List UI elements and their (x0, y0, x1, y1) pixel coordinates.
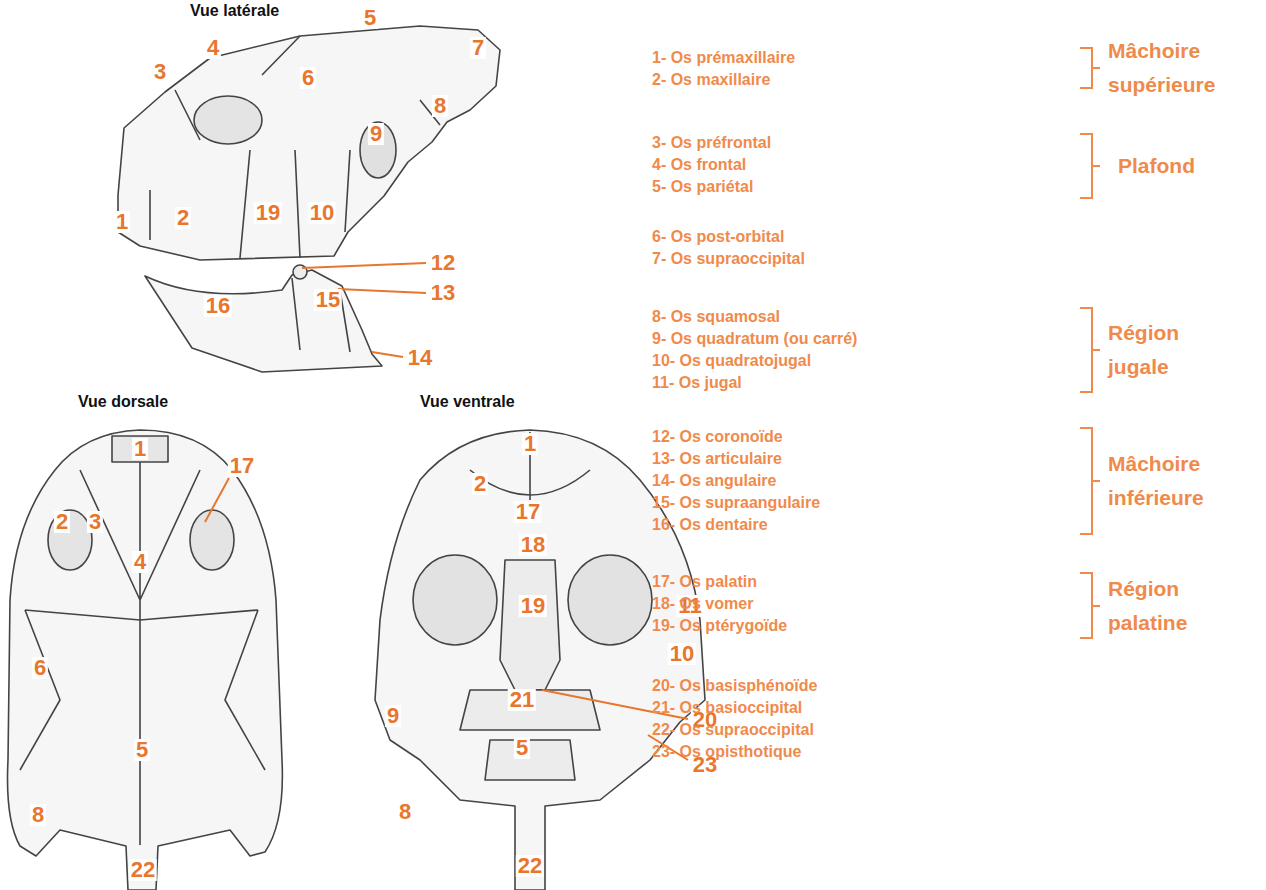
callout-number: 2 (175, 207, 191, 229)
callout-number: 7 (470, 37, 486, 59)
legend-entry: 20- Os basisphénoïde (652, 676, 817, 695)
group-name: Plafond (1118, 149, 1243, 183)
callout-number: 5 (514, 737, 530, 759)
callout-number: 1 (522, 433, 538, 455)
legend-entry: 8- Os squamosal (652, 307, 780, 326)
legend-entry: 3- Os préfrontal (652, 133, 771, 152)
group-brackets (1080, 48, 1100, 638)
view-title: Vue dorsale (78, 393, 168, 411)
callout-number: 19 (519, 595, 547, 617)
dorsal-skull (8, 430, 283, 890)
group-name: Mâchoire supérieure (1108, 34, 1233, 101)
legend-entry: 12- Os coronoïde (652, 427, 783, 446)
legend-entry: 7- Os supraoccipital (652, 249, 805, 268)
callout-number: 10 (668, 643, 696, 665)
legend-entry: 6- Os post-orbital (652, 227, 784, 246)
callout-number: 14 (406, 347, 434, 369)
legend-entry: 11- Os jugal (652, 373, 742, 392)
callout-number: 10 (308, 202, 336, 224)
callout-number: 22 (129, 859, 157, 881)
legend-entry: 1- Os prémaxillaire (652, 48, 795, 67)
legend-entry: 2- Os maxillaire (652, 70, 770, 89)
callout-number: 18 (519, 534, 547, 556)
callout-number: 13 (429, 282, 457, 304)
group-name: Région palatine (1108, 572, 1233, 639)
callout-number: 22 (516, 855, 544, 877)
legend-entry: 10- Os quadratojugal (652, 351, 811, 370)
lateral-skull (118, 26, 500, 372)
legend-entry: 16- Os dentaire (652, 515, 768, 534)
legend-entry: 21- Os basioccipital (652, 698, 802, 717)
group-name: Mâchoire inférieure (1108, 447, 1233, 514)
callout-number: 4 (205, 37, 221, 59)
callout-number: 4 (132, 551, 148, 573)
callout-number: 6 (32, 657, 48, 679)
group-name: Région jugale (1108, 316, 1233, 383)
callout-number: 21 (508, 689, 536, 711)
callout-number: 9 (385, 705, 401, 727)
callout-number: 19 (254, 202, 282, 224)
callout-number: 3 (152, 61, 168, 83)
callout-number: 1 (114, 211, 130, 233)
leader-lines (205, 263, 688, 760)
legend-entry: 4- Os frontal (652, 155, 746, 174)
callout-number: 8 (30, 804, 46, 826)
callout-number: 17 (514, 501, 542, 523)
legend-entry: 19- Os ptérygoïde (652, 616, 787, 635)
view-title: Vue ventrale (420, 393, 515, 411)
legend-entry: 13- Os articulaire (652, 449, 782, 468)
legend-entry: 17- Os palatin (652, 572, 757, 591)
callout-number: 8 (397, 801, 413, 823)
callout-number: 8 (432, 95, 448, 117)
callout-number: 9 (368, 123, 384, 145)
callout-number: 12 (429, 252, 457, 274)
callout-number: 1 (132, 438, 148, 460)
callout-number: 2 (54, 511, 70, 533)
legend-entry: 18- Os vomer (652, 594, 753, 613)
callout-number: 5 (134, 739, 150, 761)
legend-entry: 15- Os supraangulaire (652, 493, 820, 512)
legend-entry: 23- Os opisthotique (652, 742, 801, 761)
view-title: Vue latérale (190, 2, 279, 20)
callout-number: 6 (300, 67, 316, 89)
legend-entry: 9- Os quadratum (ou carré) (652, 329, 857, 348)
callout-number: 15 (314, 289, 342, 311)
callout-number: 3 (87, 511, 103, 533)
callout-number: 17 (228, 455, 256, 477)
callout-number: 2 (472, 473, 488, 495)
callout-number: 5 (362, 7, 378, 29)
callout-number: 16 (204, 295, 232, 317)
legend-entry: 14- Os angulaire (652, 471, 777, 490)
legend-entry: 5- Os pariétal (652, 177, 753, 196)
legend-entry: 22- Os supraoccipital (652, 720, 814, 739)
